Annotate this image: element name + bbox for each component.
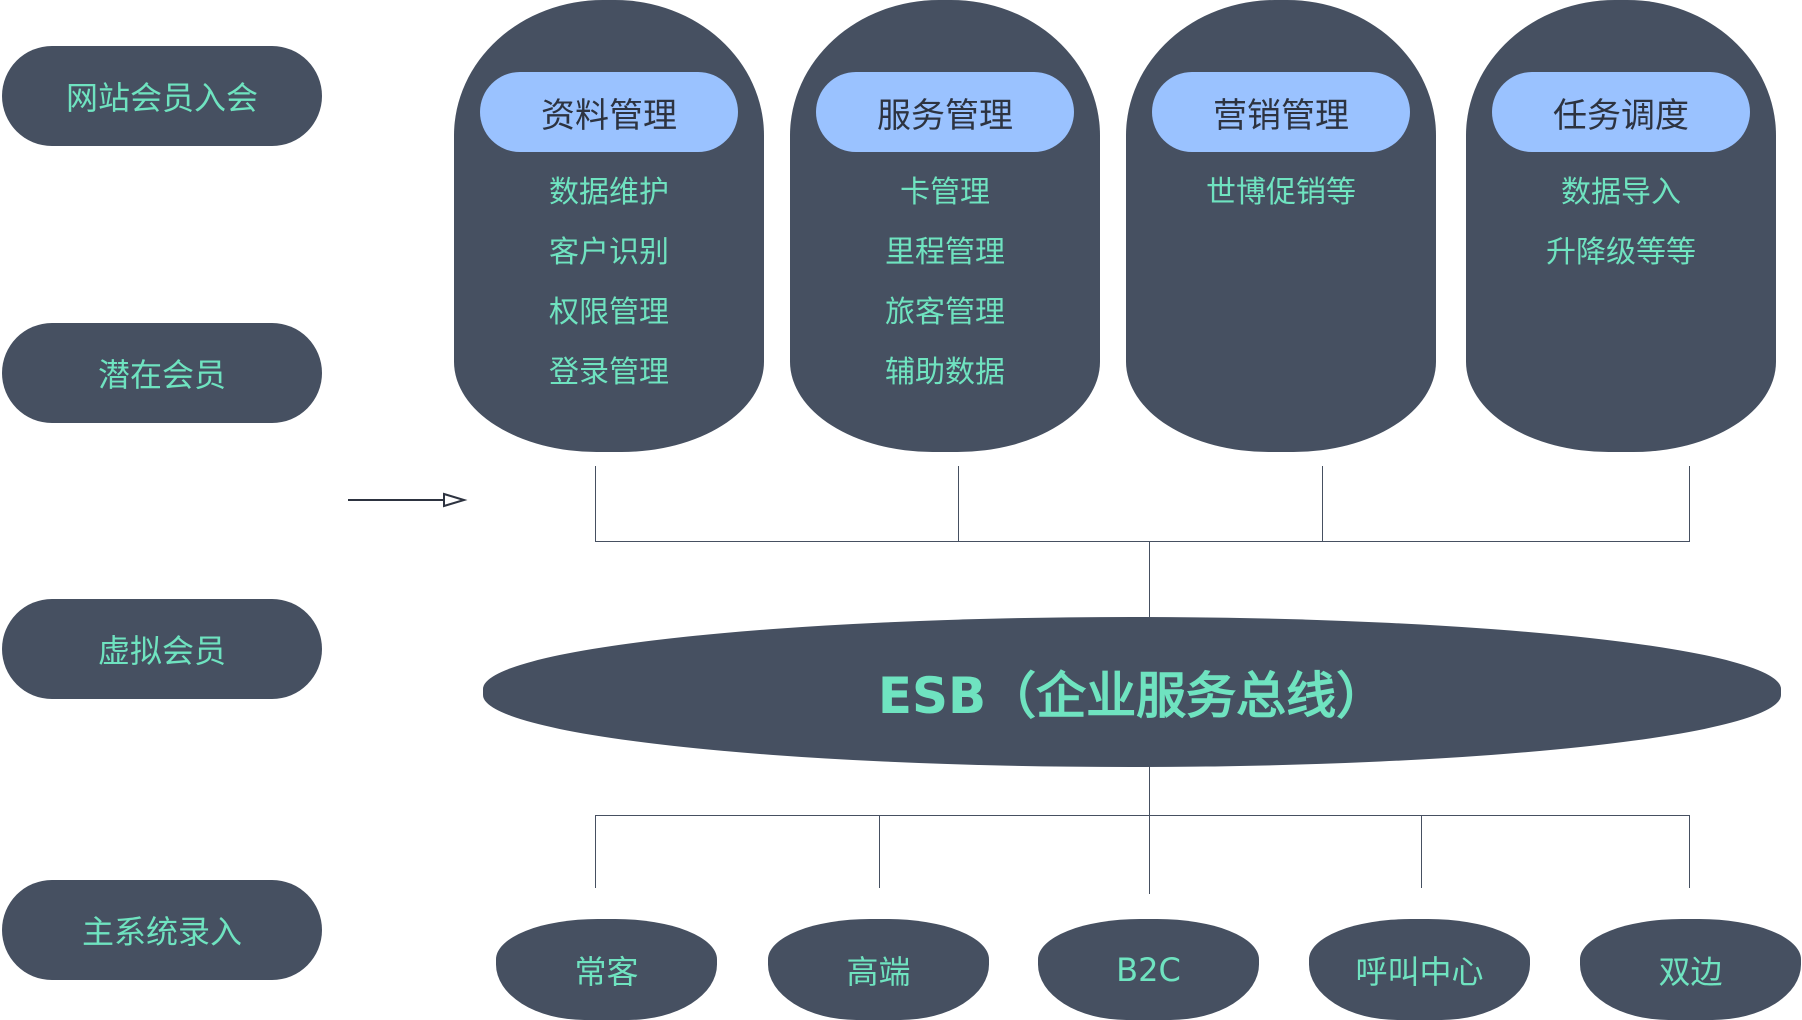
module-item: 登录管理	[549, 355, 669, 390]
module-item: 里程管理	[885, 235, 1005, 270]
channel-bilateral: 双边	[1580, 919, 1801, 1020]
channel-frequent-flyer: 常客	[496, 919, 717, 1020]
module-title: 服务管理	[816, 72, 1074, 152]
connector-line	[1689, 815, 1690, 888]
module-item: 卡管理	[900, 175, 990, 210]
module-title: 任务调度	[1492, 72, 1750, 152]
connector-line	[1322, 466, 1323, 541]
connector-line	[1421, 815, 1422, 888]
connector-line	[1149, 541, 1150, 617]
connector-line	[958, 466, 959, 541]
connector-line	[595, 815, 596, 888]
module-service: 服务管理 卡管理 里程管理 旅客管理 辅助数据	[790, 0, 1100, 452]
connector-line	[595, 466, 596, 541]
module-item: 世博促销等	[1206, 175, 1356, 210]
module-scheduling: 任务调度 数据导入 升降级等等	[1466, 0, 1776, 452]
member-type-potential: 潜在会员	[2, 323, 322, 423]
connector-line	[1149, 766, 1150, 894]
member-type-main-system: 主系统录入	[2, 880, 322, 980]
module-marketing: 营销管理 世博促销等	[1126, 0, 1436, 452]
module-item: 辅助数据	[885, 355, 1005, 390]
esb-bus: ESB（企业服务总线）	[483, 617, 1781, 767]
module-title: 营销管理	[1152, 72, 1410, 152]
channel-call-center: 呼叫中心	[1309, 919, 1530, 1020]
connector-line	[595, 541, 1690, 542]
module-item: 权限管理	[549, 295, 669, 330]
arrow-icon	[348, 492, 468, 508]
connector-line	[879, 815, 880, 888]
module-title: 资料管理	[480, 72, 738, 152]
member-type-website: 网站会员入会	[2, 46, 322, 146]
module-item: 升降级等等	[1546, 235, 1696, 270]
channel-premium: 高端	[768, 919, 989, 1020]
module-profile: 资料管理 数据维护 客户识别 权限管理 登录管理	[454, 0, 764, 452]
member-type-virtual: 虚拟会员	[2, 599, 322, 699]
module-item: 客户识别	[549, 235, 669, 270]
module-item: 旅客管理	[885, 295, 1005, 330]
connector-line	[1689, 466, 1690, 541]
module-item: 数据导入	[1561, 175, 1681, 210]
connector-line	[595, 815, 1690, 816]
esb-label: ESB（企业服务总线）	[877, 667, 1387, 725]
channel-b2c: B2C	[1038, 919, 1259, 1020]
module-item: 数据维护	[549, 175, 669, 210]
